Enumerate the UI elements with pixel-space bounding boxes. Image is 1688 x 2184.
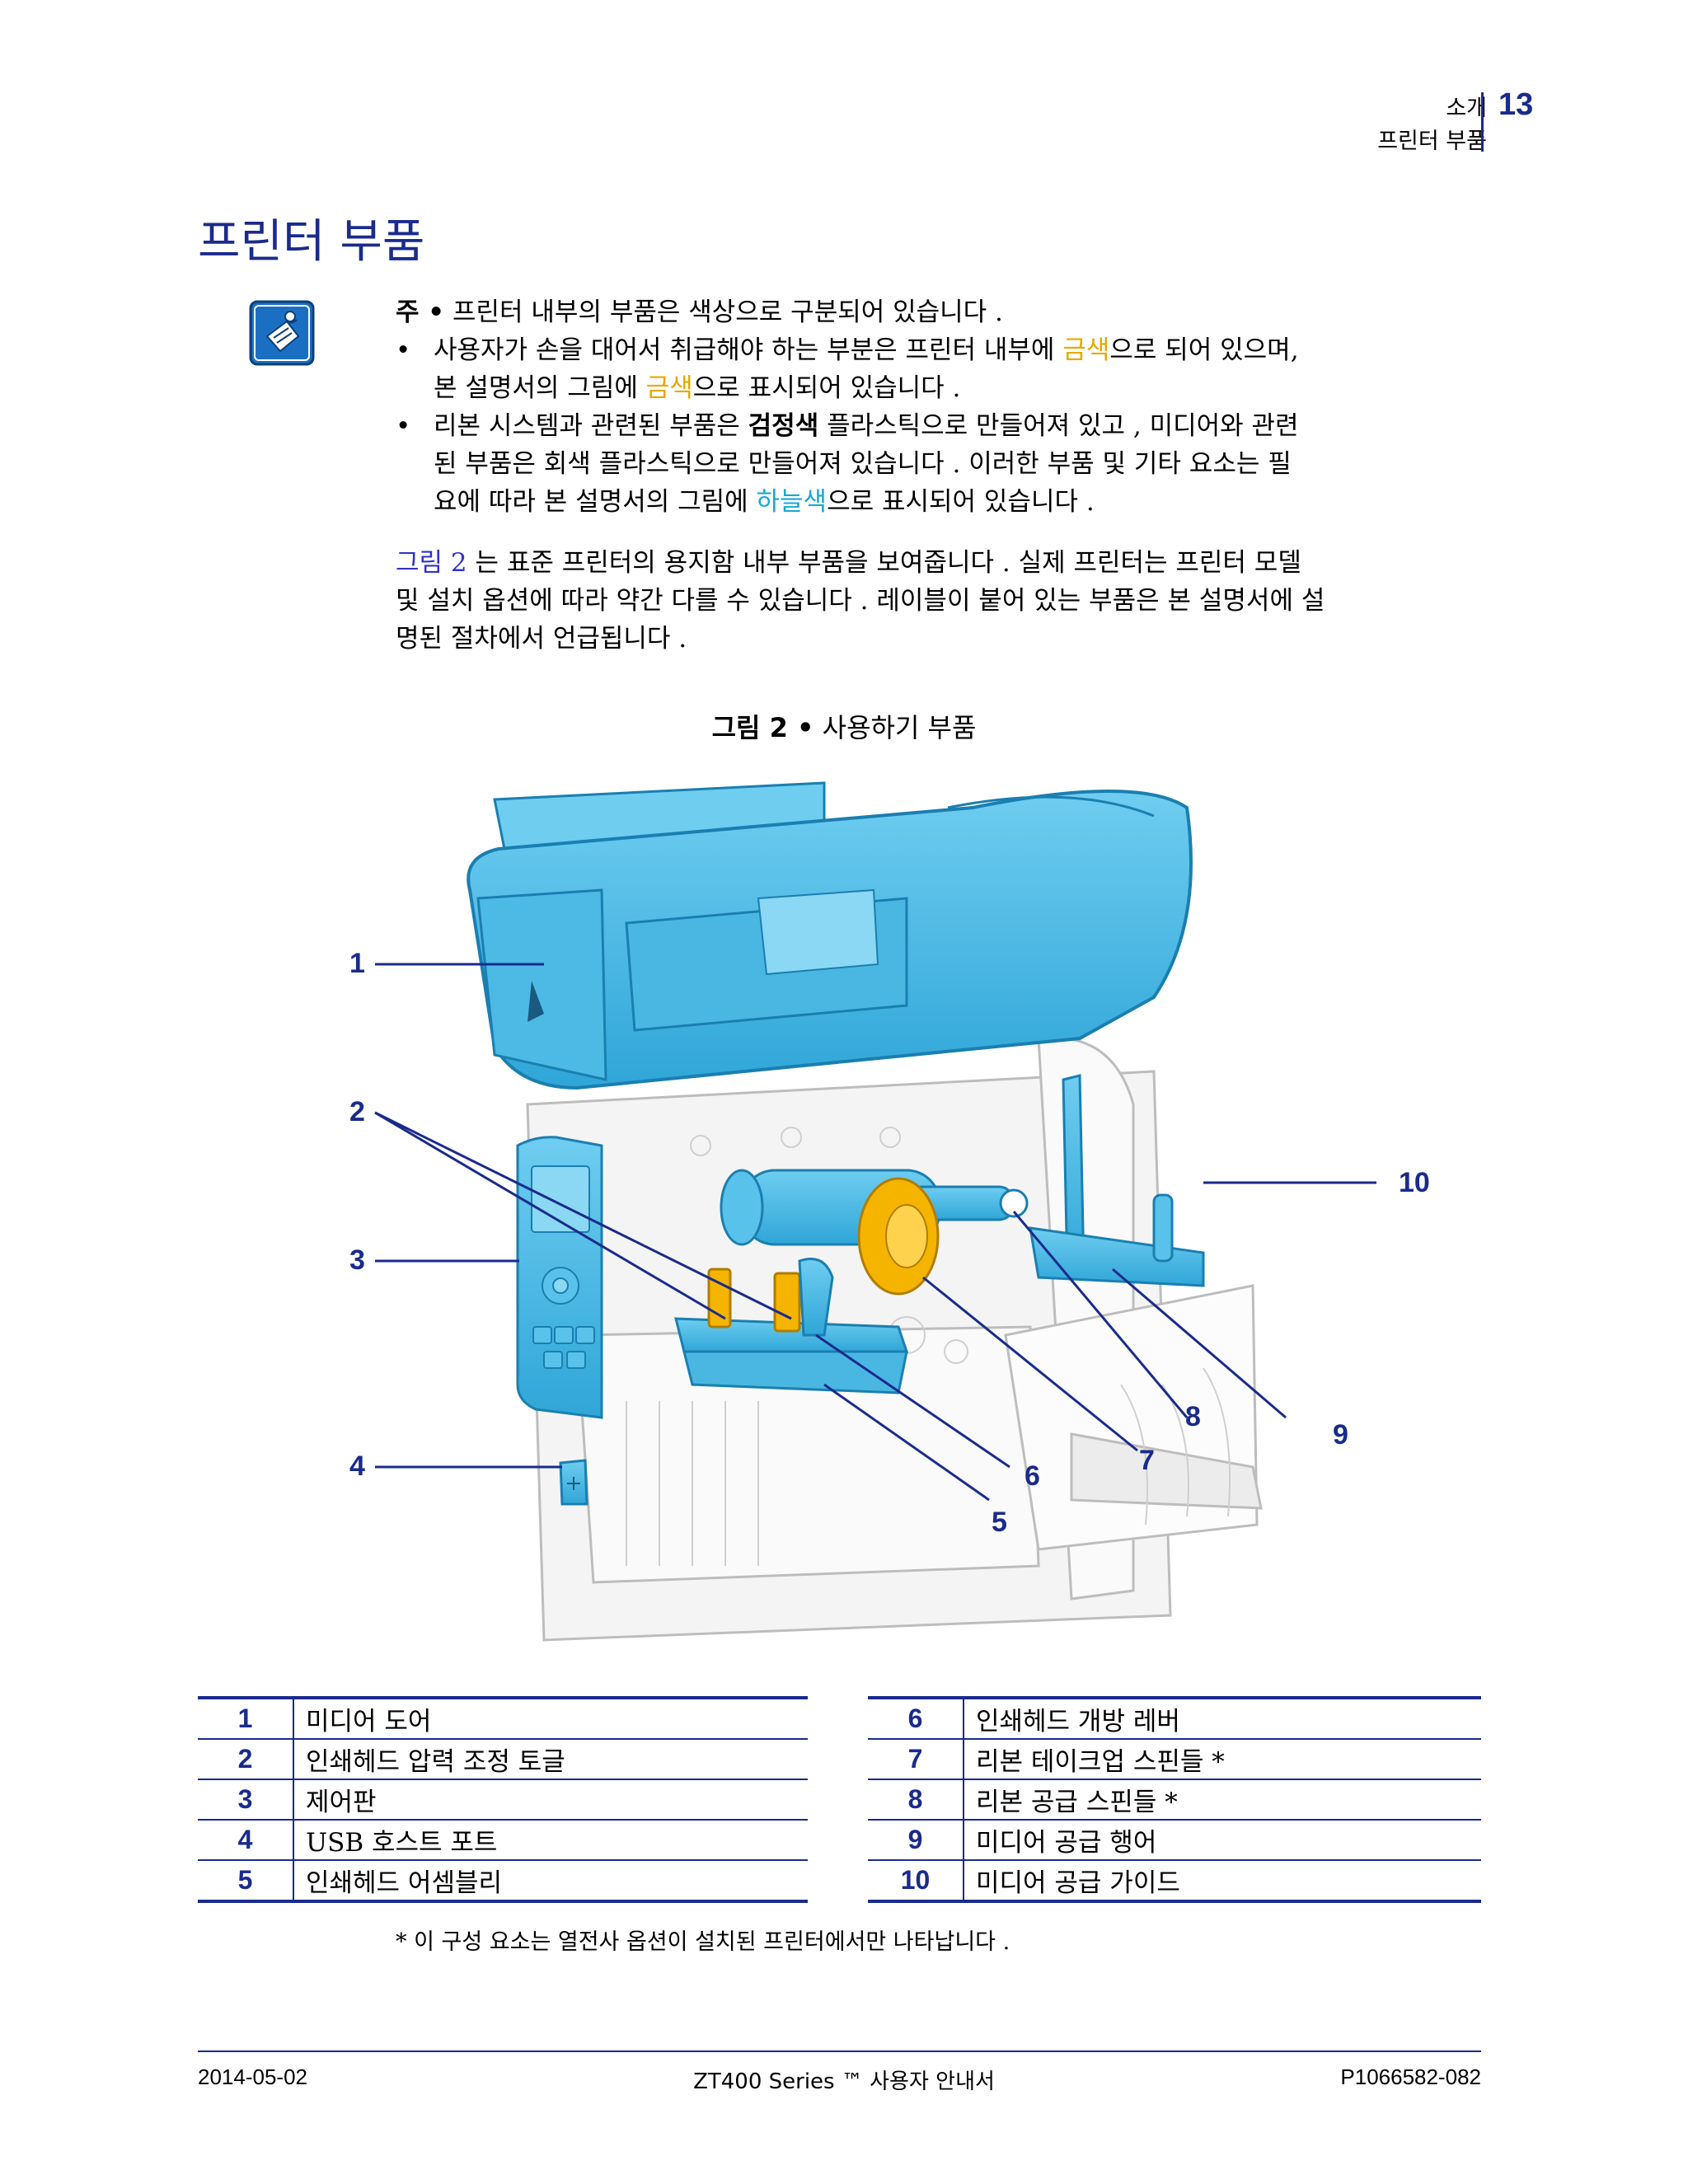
callout-9: 9 [1333,1419,1348,1451]
callout-2: 2 [349,1096,365,1127]
page-number: 13 [1498,87,1534,122]
callout-5: 5 [992,1507,1007,1538]
callout-1: 1 [349,948,365,979]
footer-divider [198,2050,1481,2052]
page-title: 프린터 부품 [198,215,425,269]
callout-8: 8 [1185,1401,1201,1432]
note-bullet-color-coding: • 리본 시스템과 관련된 부품은 검정색 플라스틱으로 만들어져 있고 , 미… [396,411,1299,517]
header-subsection: 프린터 부품 [1377,129,1487,154]
ribbon-spindles [720,1169,1029,1296]
footer-doc-title: ZT400 Series ™ 사용자 안내서 [693,2069,995,2094]
figure-reference-link[interactable]: 그림 2 [396,548,467,578]
media-door [467,781,1193,1090]
intro-paragraph: 그림 2 는 표준 프린터의 용지함 내부 부품을 보여줍니다 . 실제 프린터… [396,548,1325,654]
figure-caption: 그림 2 • 사용하기 부품 [711,712,977,743]
header-section: 소개 [1446,96,1487,121]
note-hand-icon [249,300,315,366]
note-bullet-touch-parts: • 사용자가 손을 대어서 취급해야 하는 부분은 프린터 내부에 금색으로 되… [396,335,1299,403]
callout-7: 7 [1139,1445,1155,1476]
footnote: * 이 구성 요소는 열전사 옵션이 설치된 프린터에서만 나타납니다 . [396,1929,1010,1955]
footer-date: 2014-05-02 [198,2064,307,2089]
header-divider [1481,92,1484,152]
running-header: 소개 프린터 부품 [1377,92,1487,158]
callout-leaders [374,963,1376,1502]
callout-6: 6 [1025,1460,1040,1492]
media-supply-hanger [1029,1074,1205,1287]
callout-4: 4 [349,1451,365,1482]
usb-port [559,1459,588,1506]
printer-illustration [374,781,1376,1642]
printhead-assembly [674,1258,909,1394]
callout-10: 10 [1399,1167,1430,1198]
callout-3: 3 [349,1244,365,1276]
footer-doc-number: P1066582-082 [1340,2064,1481,2089]
control-panel [516,1136,603,1419]
note-block: 주 • 프린터 내부의 부품은 색상으로 구분되어 있습니다 . • 사용자가 … [396,293,1492,521]
note-lead: 주 • 프린터 내부의 부품은 색상으로 구분되어 있습니다 . [396,298,1003,327]
